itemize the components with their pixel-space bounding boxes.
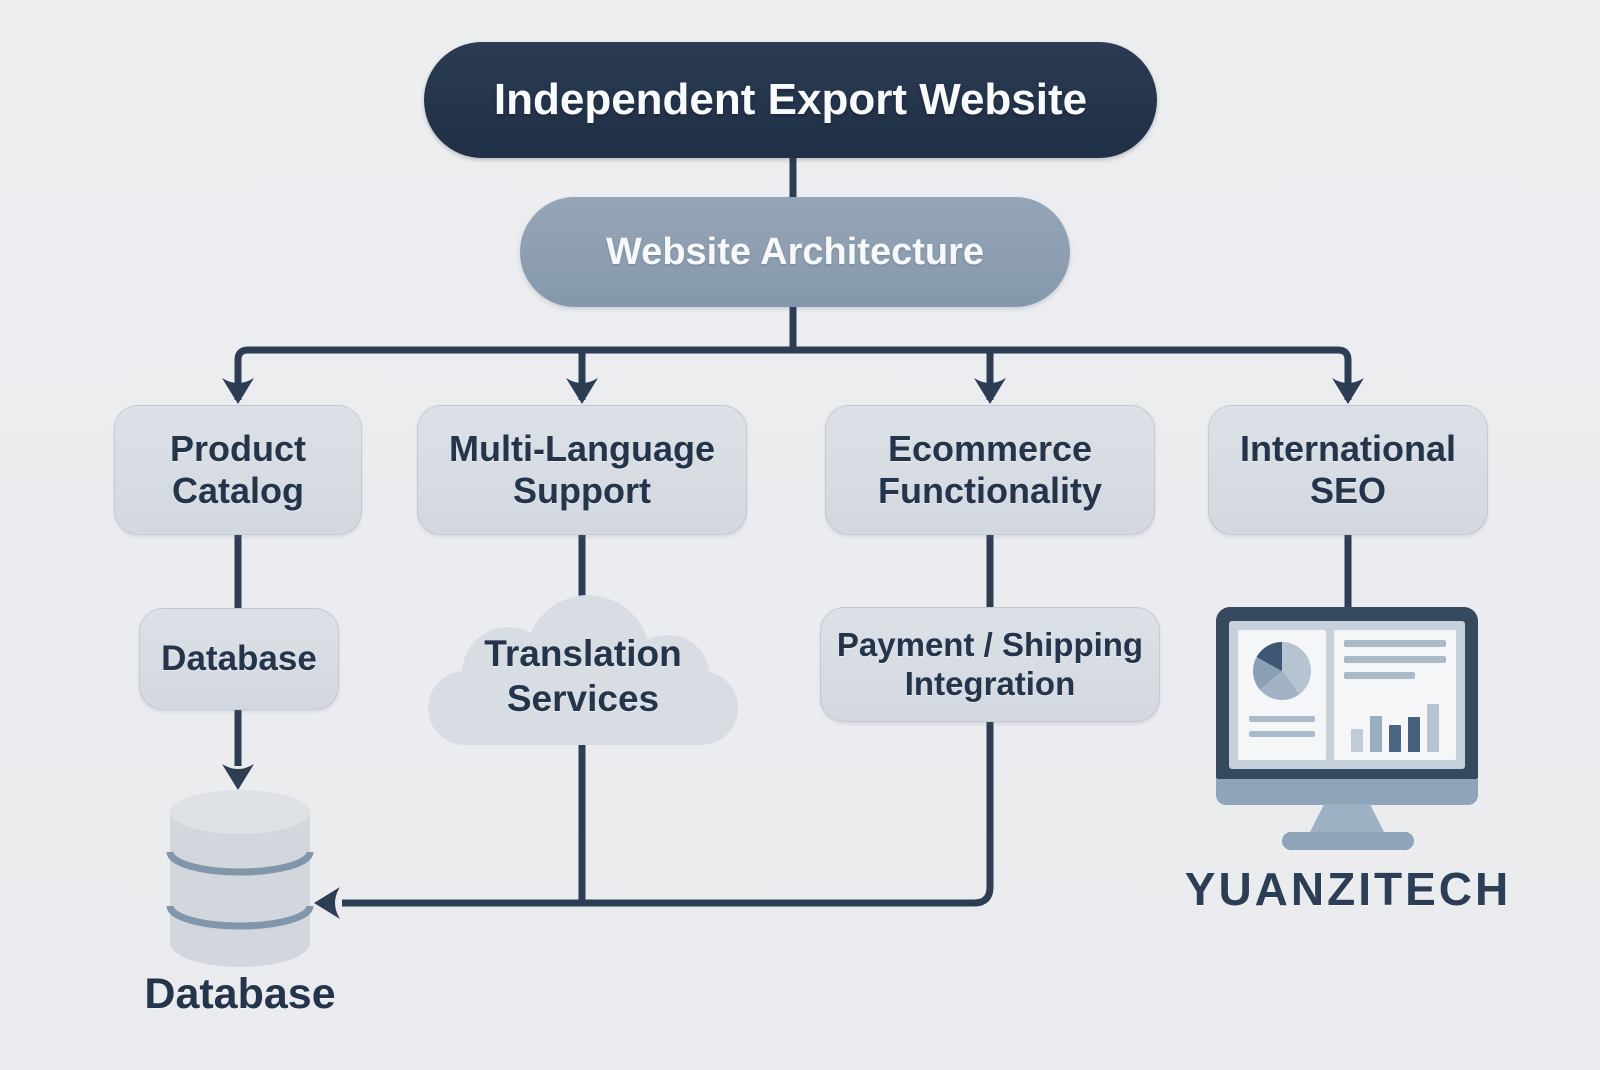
bar bbox=[1351, 729, 1363, 752]
architecture-label: Website Architecture bbox=[606, 230, 984, 273]
node-label-line: Services bbox=[506, 678, 660, 719]
node-translation-services: Translation Services bbox=[428, 595, 738, 745]
bar-chart-panel bbox=[1334, 630, 1456, 760]
node-label-line: Functionality bbox=[878, 470, 1102, 511]
text-line-placeholder bbox=[1344, 672, 1416, 679]
text-line-placeholder bbox=[1344, 656, 1446, 663]
text-line-placeholder bbox=[1248, 716, 1316, 722]
arrowheads bbox=[222, 378, 1364, 919]
node-label-line: Translation bbox=[484, 632, 682, 674]
node-payment-shipping-integration: Payment / Shipping Integration bbox=[820, 607, 1160, 722]
node-ecommerce-functionality: Ecommerce Functionality bbox=[825, 405, 1155, 535]
node-label-line: International bbox=[1239, 427, 1457, 469]
cloud-icon bbox=[428, 595, 738, 745]
translation-cloud-text: Translation Services bbox=[428, 617, 738, 735]
node-label-line: Integration bbox=[904, 664, 1076, 702]
root-label: Independent Export Website bbox=[493, 75, 1088, 124]
monitor-frame bbox=[1216, 607, 1478, 779]
bar bbox=[1427, 704, 1439, 752]
text-line-placeholder bbox=[1248, 731, 1316, 737]
node-label-line: Payment / Shipping bbox=[836, 625, 1144, 663]
pie-chart-panel bbox=[1238, 630, 1326, 760]
database-icon-label: Database bbox=[144, 970, 336, 1018]
node-label-line: Product bbox=[169, 427, 306, 469]
pie-chart-icon bbox=[1253, 642, 1311, 700]
bar-chart-icon bbox=[1344, 702, 1446, 752]
node-root: Independent Export Website bbox=[424, 42, 1157, 158]
node-label-line: Catalog bbox=[171, 470, 304, 511]
node-label-line: Ecommerce bbox=[887, 427, 1093, 469]
brand-label: YUANZITECH bbox=[1184, 863, 1512, 915]
monitor-screen bbox=[1229, 621, 1465, 769]
bar bbox=[1389, 725, 1401, 752]
node-database: Database bbox=[139, 608, 339, 710]
node-product-catalog: Product Catalog bbox=[114, 405, 362, 535]
node-website-architecture: Website Architecture bbox=[520, 197, 1070, 307]
node-international-seo: International SEO bbox=[1208, 405, 1488, 535]
text-line-placeholder bbox=[1344, 640, 1446, 647]
bar bbox=[1408, 717, 1420, 752]
node-label-line: Support bbox=[513, 470, 651, 511]
analytics-monitor-icon bbox=[1216, 607, 1478, 805]
node-label-line: SEO bbox=[1309, 470, 1387, 511]
node-multi-language-support: Multi-Language Support bbox=[417, 405, 747, 535]
monitor-chin bbox=[1216, 779, 1478, 805]
bar bbox=[1370, 716, 1382, 752]
node-label-line: Multi-Language bbox=[449, 427, 715, 469]
node-label-line: Database bbox=[161, 639, 317, 679]
monitor-stand-base bbox=[1282, 832, 1414, 850]
database-icon bbox=[166, 790, 314, 967]
